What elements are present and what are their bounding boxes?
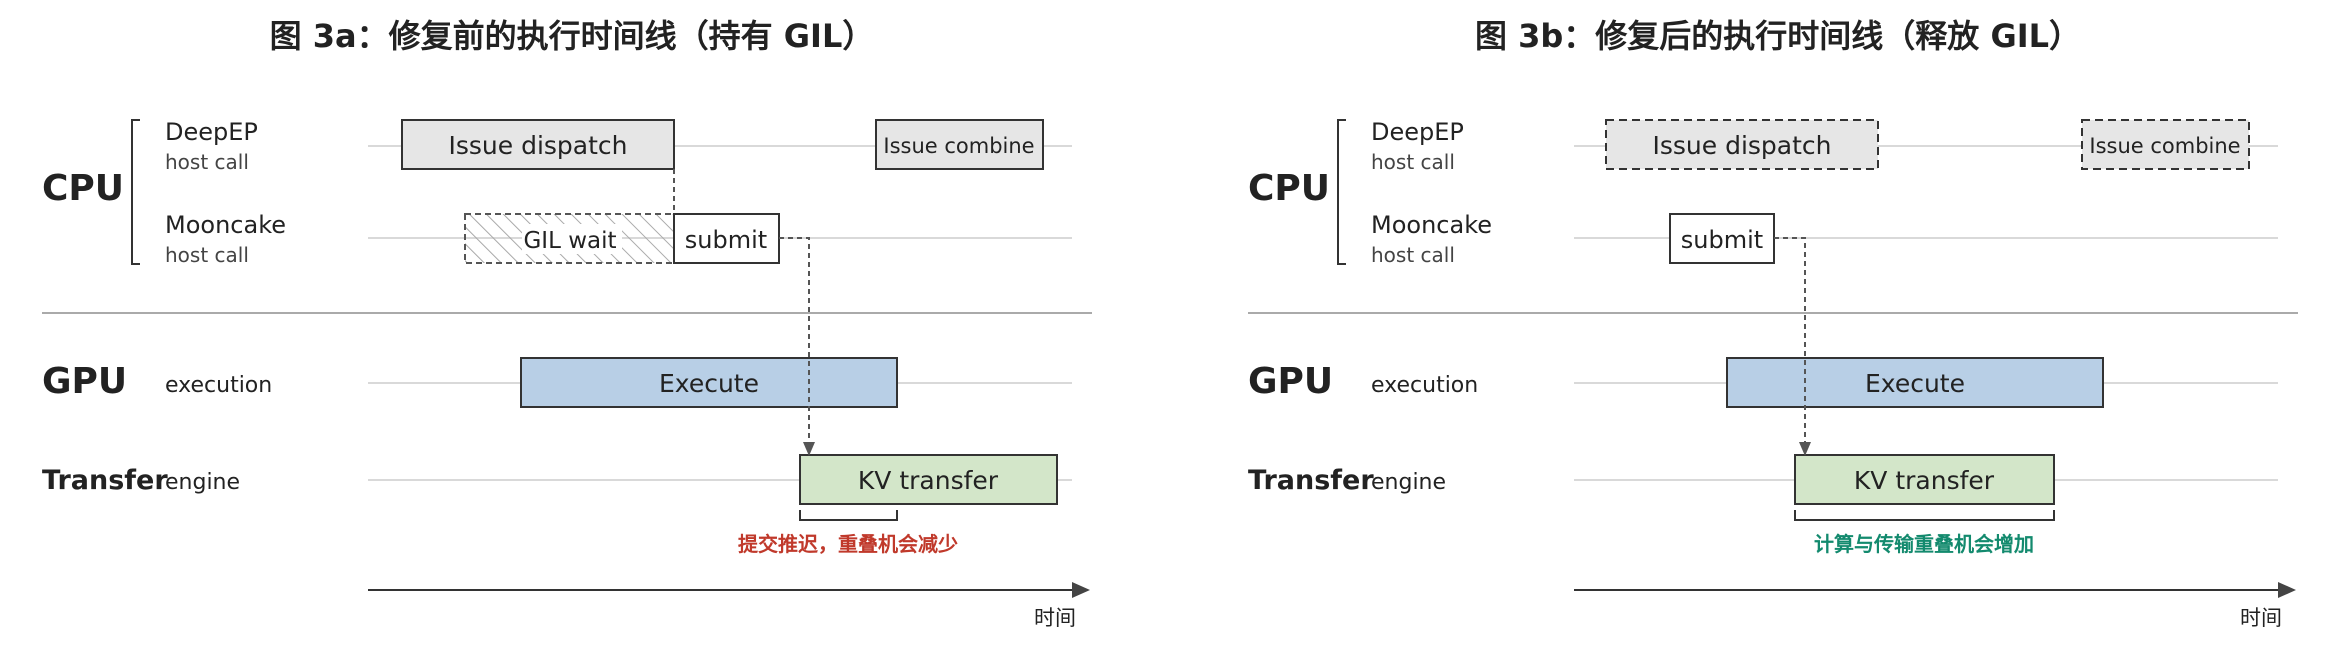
deepep-sub-label: host call [1371, 150, 1455, 174]
issue-combine-label: Issue combine [883, 134, 1034, 158]
gpu-sub-label: execution [165, 373, 272, 398]
kv-transfer-bar [1794, 454, 2055, 505]
submit-label: submit [1681, 226, 1763, 254]
mooncake-sub-label: host call [165, 243, 249, 267]
gpu-sub-label: execution [1371, 373, 1478, 398]
delay-bracket [799, 510, 898, 521]
kv-transfer-label: KV transfer [858, 466, 999, 495]
issue-dispatch-bar [401, 119, 675, 170]
mooncake-label: Mooncake [1371, 211, 1492, 239]
panel-a: 图 3a：修复前的执行时间线（持有 GIL） CPU DeepEP host c… [42, 17, 1092, 630]
issue-combine-bar [875, 119, 1044, 170]
gil-wait-label-bg [522, 224, 622, 254]
transfer-label: Transfer [1248, 465, 1374, 496]
submit-label: submit [685, 226, 767, 254]
gpu-label: GPU [42, 361, 127, 402]
cpu-bracket [1337, 119, 1346, 265]
kv-transfer-bar [799, 454, 1058, 505]
overlap-note: 计算与传输重叠机会增加 [1814, 532, 2034, 556]
cpu-bracket [131, 119, 140, 265]
issue-dispatch-bar [1605, 119, 1879, 170]
cpu-label: CPU [42, 168, 124, 209]
panel-a-title: 图 3a：修复前的执行时间线（持有 GIL） [270, 17, 875, 55]
panel-b-title: 图 3b：修复后的执行时间线（释放 GIL） [1475, 17, 2081, 55]
time-axis-label: 时间 [1034, 606, 1076, 630]
mooncake-label: Mooncake [165, 211, 286, 239]
issue-combine-label: Issue combine [2089, 134, 2240, 158]
submit-to-transfer-arrow [1774, 237, 1811, 456]
issue-dispatch-label: Issue dispatch [1652, 131, 1831, 160]
transfer-sub-label: engine [1371, 470, 1446, 495]
issue-dispatch-label: Issue dispatch [448, 131, 627, 160]
gil-wait-label: GIL wait [523, 228, 616, 254]
mooncake-sub-label: host call [1371, 243, 1455, 267]
execute-label: Execute [659, 369, 759, 398]
panel-b: 图 3b：修复后的执行时间线（释放 GIL） CPU DeepEP host c… [1248, 17, 2298, 630]
delay-note: 提交推迟，重叠机会减少 [738, 532, 958, 556]
deepep-label: DeepEP [1371, 118, 1464, 146]
execute-label: Execute [1865, 369, 1965, 398]
cpu-label: CPU [1248, 168, 1330, 209]
deepep-label: DeepEP [165, 118, 258, 146]
execute-bar [520, 357, 898, 408]
gpu-label: GPU [1248, 361, 1333, 402]
submit-to-transfer-arrow [779, 237, 815, 456]
transfer-label: Transfer [42, 465, 168, 496]
kv-transfer-label: KV transfer [1854, 466, 1995, 495]
execute-bar [1726, 357, 2104, 408]
overlap-bracket [1794, 510, 2055, 521]
deepep-sub-label: host call [165, 150, 249, 174]
transfer-sub-label: engine [165, 470, 240, 495]
time-axis-label: 时间 [2240, 606, 2282, 630]
issue-combine-bar [2081, 119, 2250, 170]
